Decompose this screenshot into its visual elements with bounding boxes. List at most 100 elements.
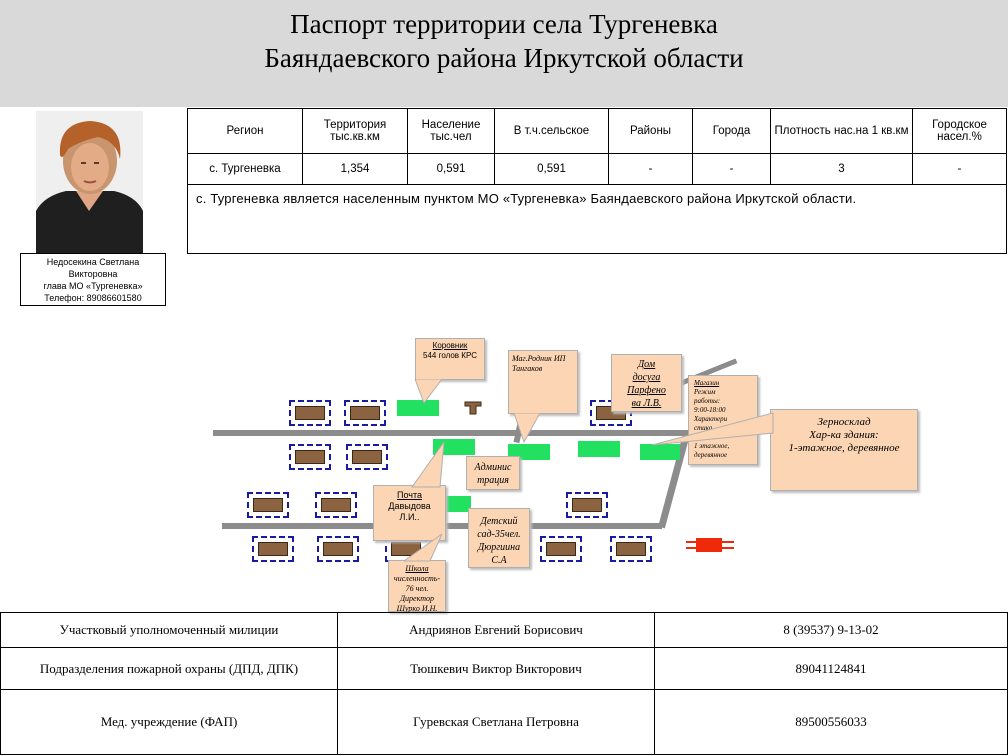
callout-detsad: Детский сад-35чел. Дюргиина С.А bbox=[468, 508, 530, 568]
contact-row: Подразделения пожарной охраны (ДПД, ДПК)… bbox=[0, 647, 1008, 690]
monument-icon bbox=[464, 401, 482, 415]
house-icon bbox=[566, 492, 608, 518]
stats-data-cell: - bbox=[608, 153, 693, 185]
portrait-image bbox=[36, 111, 143, 253]
callout-pointer bbox=[411, 442, 445, 488]
magazin-line: Режим bbox=[694, 388, 716, 396]
head-person-caption: Недосекина Светлана Викторовна глава МО … bbox=[20, 253, 166, 306]
callout-pochta: Почта Давыдова Л.И.. bbox=[373, 485, 446, 541]
dom-dosuga-line3: Парфено bbox=[627, 385, 666, 396]
magazin-line: стика bbox=[694, 424, 713, 432]
magazin-line: работы: bbox=[694, 397, 721, 405]
stats-header-cell: В т.ч.сельское bbox=[494, 108, 609, 154]
callout-pointer bbox=[652, 412, 774, 446]
stats-data-cell: 3 bbox=[770, 153, 913, 185]
house-icon bbox=[317, 536, 359, 562]
stats-header-cell: Регион bbox=[187, 108, 303, 154]
shkola-line: 76 чел. bbox=[405, 584, 429, 593]
magazin-line: 1 этажное, bbox=[694, 442, 730, 450]
contact-row: Участковый уполномоченный милиции Андрия… bbox=[0, 612, 1008, 648]
public-building bbox=[445, 496, 471, 512]
stats-data-cell: 1,354 bbox=[302, 153, 408, 185]
magazin-title: Магазин bbox=[694, 379, 720, 387]
house-icon bbox=[252, 536, 294, 562]
contact-person: Андриянов Евгений Борисович bbox=[337, 612, 655, 648]
stats-header-cell: Население тыс.чел bbox=[407, 108, 495, 154]
dom-dosuga-line1: Дом bbox=[637, 359, 656, 370]
house-icon bbox=[344, 400, 386, 426]
dom-dosuga-line2: досуга bbox=[632, 372, 661, 383]
stats-header-cell: Территория тыс.кв.км bbox=[302, 108, 408, 154]
shkola-title: Школа bbox=[405, 564, 429, 573]
contact-person: Тюшкевич Виктор Викторович bbox=[337, 647, 655, 690]
korovnik-title: Коровник bbox=[432, 341, 468, 350]
detsad-line1: Детский bbox=[480, 516, 518, 527]
callout-zernosklad: Зерносклад Хар-ка здания: 1-этажное, дер… bbox=[770, 409, 918, 491]
callout-shop: Маг.Родник ИП Тангаков bbox=[508, 350, 578, 414]
callout-shkola: Школа численность- 76 чел. Директор Шурк… bbox=[388, 560, 446, 613]
public-building bbox=[578, 441, 620, 457]
stats-header-cell: Городское насел.% bbox=[912, 108, 1007, 154]
contact-phone: 8 (39537) 9-13-02 bbox=[654, 612, 1008, 648]
pochta-line1: Давыдова bbox=[388, 501, 431, 511]
stats-data-cell: - bbox=[692, 153, 771, 185]
house-icon bbox=[247, 492, 289, 518]
house-icon bbox=[315, 492, 357, 518]
detsad-line3: Дюргиина bbox=[477, 542, 521, 553]
territory-stats-table: Регион Территория тыс.кв.км Население ты… bbox=[187, 108, 1007, 254]
house-icon bbox=[289, 400, 331, 426]
house-icon bbox=[540, 536, 582, 562]
head-photo bbox=[36, 111, 143, 253]
shkola-line: численность- bbox=[393, 574, 441, 583]
korovnik-text: 544 голов КРС bbox=[423, 351, 477, 360]
stats-header-cell: Города bbox=[692, 108, 771, 154]
public-building bbox=[640, 444, 680, 460]
contact-row: Мед. учреждение (ФАП) Гуревская Светлана… bbox=[0, 689, 1008, 755]
magazin-line: Характери bbox=[694, 415, 728, 423]
stats-data-cell: 0,591 bbox=[494, 153, 609, 185]
stats-data-cell: 0,591 bbox=[407, 153, 495, 185]
callout-pointer bbox=[404, 534, 443, 562]
magazin-line: деревянное bbox=[694, 451, 728, 459]
stats-data-row: с. Тургеневка 1,354 0,591 0,591 - - 3 - bbox=[187, 153, 1007, 185]
zernosklad-line3: 1-этажное, деревянное bbox=[788, 442, 900, 454]
head-name-line2: Викторовна bbox=[68, 269, 118, 279]
head-phone: Телефон: 89086601580 bbox=[44, 293, 142, 303]
stats-data-cell: с. Тургеневка bbox=[187, 153, 303, 185]
detsad-line4: С.А bbox=[491, 555, 507, 566]
admin-line2: трация bbox=[477, 475, 509, 486]
contact-service: Мед. учреждение (ФАП) bbox=[0, 689, 338, 755]
contact-phone: 89041124841 bbox=[654, 647, 1008, 690]
contact-service: Подразделения пожарной охраны (ДПД, ДПК) bbox=[0, 647, 338, 690]
house-icon bbox=[289, 444, 331, 470]
contact-person: Гуревская Светлана Петровна bbox=[337, 689, 655, 755]
head-name-line1: Недосекина Светлана bbox=[46, 257, 140, 267]
header-banner: Паспорт территории села Тургеневка Баянд… bbox=[0, 0, 1008, 107]
page-title-line2: Баяндаевского района Иркутской области bbox=[264, 43, 744, 73]
pochta-line2: Л.И.. bbox=[399, 512, 420, 522]
main-road bbox=[213, 430, 693, 436]
callout-pointer bbox=[514, 413, 541, 443]
stats-header-cell: Плотность нас.на 1 кв.км bbox=[770, 108, 913, 154]
contact-service: Участковый уполномоченный милиции bbox=[0, 612, 338, 648]
territory-description: с. Тургеневка является населенным пункто… bbox=[187, 184, 1007, 254]
callout-admin: Админис трация bbox=[466, 456, 520, 490]
pochta-title: Почта bbox=[397, 490, 422, 500]
callout-korovnik: Коровник 544 голов КРС bbox=[415, 338, 485, 380]
stats-data-cell: - bbox=[912, 153, 1007, 185]
zernosklad-line1: Зерносклад bbox=[817, 416, 871, 428]
page-title-line1: Паспорт территории села Тургеневка bbox=[290, 9, 718, 39]
fire-station-icon bbox=[686, 538, 734, 552]
callout-pointer bbox=[414, 379, 443, 404]
house-icon bbox=[346, 444, 388, 470]
detsad-line2: сад-35чел. bbox=[477, 529, 521, 540]
house-icon bbox=[610, 536, 652, 562]
admin-line1: Админис bbox=[474, 462, 512, 473]
contacts-table: Участковый уполномоченный милиции Андрия… bbox=[0, 612, 1008, 755]
stats-header-row: Регион Территория тыс.кв.км Население ты… bbox=[187, 108, 1007, 154]
contact-phone: 89500556033 bbox=[654, 689, 1008, 755]
public-building bbox=[397, 400, 439, 416]
village-map: Коровник 544 голов КРС Маг.Родник ИП Тан… bbox=[0, 320, 1008, 613]
zernosklad-line2: Хар-ка здания: bbox=[809, 429, 879, 441]
dom-dosuga-line4: ва Л.В. bbox=[631, 398, 662, 409]
